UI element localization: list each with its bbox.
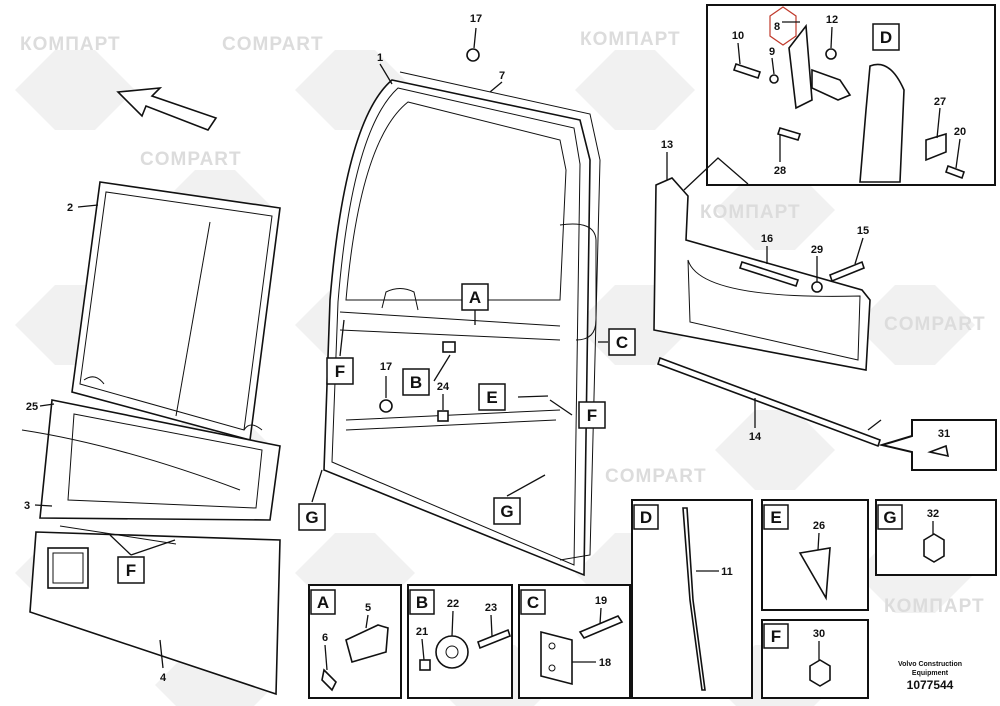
detail-box-D [631, 499, 753, 699]
callout: 6 [322, 632, 328, 644]
document-number: 1077544 [907, 678, 954, 692]
callout: 22 [447, 598, 459, 610]
detail-title-F: F [771, 627, 781, 646]
callout: 31 [938, 428, 950, 440]
watermark-text: КОМПАРТ [20, 34, 121, 55]
callout: 30 [813, 628, 825, 640]
view-letter-E: E [486, 388, 497, 407]
part-24-clip [437, 410, 449, 422]
view-letter-D: D [880, 28, 892, 47]
detail-title-B: B [416, 593, 428, 612]
watermark-text: КОМПАРТ [884, 596, 985, 617]
part-17-nut [466, 48, 480, 62]
watermark-text: КОМПАРТ [580, 29, 681, 50]
callout: 17 [470, 13, 482, 25]
detail-title-C: C [527, 593, 539, 612]
detail-title-E: E [770, 508, 781, 527]
detail-title-D: D [640, 508, 652, 527]
part-2-window [71, 181, 281, 442]
view-letter-G: G [305, 508, 318, 527]
part-3-panel [21, 399, 281, 521]
callout: 17 [380, 361, 392, 373]
part-4-lower-panel [29, 525, 281, 696]
watermark-logo [575, 50, 695, 130]
detail-title-G: G [883, 508, 896, 527]
view-letter-G: G [500, 502, 513, 521]
view-letter-F: F [587, 406, 597, 425]
callout: 28 [774, 165, 786, 177]
callout: 2 [67, 202, 73, 214]
callout: 19 [595, 595, 607, 607]
callout: 27 [934, 96, 946, 108]
callout: 32 [927, 508, 939, 520]
watermark-text: COMPART [222, 34, 324, 55]
view-letter-A: A [469, 288, 481, 307]
callout: 18 [599, 657, 611, 669]
highlight-hexagon-8 [769, 6, 797, 46]
callout: 5 [365, 602, 371, 614]
part-1-door-frame [323, 79, 597, 577]
view-letter-F: F [126, 561, 136, 580]
callout: 1 [377, 52, 383, 64]
watermark-text: COMPART [884, 314, 986, 335]
view-letter-B: B [410, 373, 422, 392]
callout: 8 [774, 21, 780, 33]
watermark-logo [715, 170, 835, 250]
watermark-text: COMPART [605, 466, 707, 487]
watermark-text: КОМПАРТ [700, 202, 801, 223]
leader-lines [34, 21, 961, 669]
callout: 3 [24, 500, 30, 512]
inset-detail-box [706, 4, 996, 186]
callout: 13 [661, 139, 673, 151]
callout: 23 [485, 602, 497, 614]
view-letter-labels: A B C E F F G G F D A B C D E F G [117, 23, 903, 649]
maker-line-1: Volvo Construction [898, 661, 962, 668]
watermark-logo [855, 285, 975, 365]
callout: 9 [769, 46, 775, 58]
detail-title-A: A [317, 593, 329, 612]
callout: 26 [813, 520, 825, 532]
detail-leaders [324, 521, 934, 671]
callout: 10 [732, 30, 744, 42]
callout: 20 [954, 126, 966, 138]
callout: 4 [160, 672, 167, 684]
callout: 11 [721, 566, 733, 578]
callout: 15 [857, 225, 869, 237]
callout: 25 [26, 401, 38, 413]
watermark-logo [15, 50, 135, 130]
callout: 21 [416, 626, 428, 638]
callout: 12 [826, 14, 838, 26]
watermark-logo [715, 410, 835, 490]
watermark-text: COMPART [140, 149, 242, 170]
part-latch [732, 23, 966, 183]
part-22-bracket [442, 341, 456, 353]
callout: 24 [437, 381, 450, 393]
part-15-screw [829, 260, 865, 283]
watermark-text-layer: КОМПАРТ COMPART КОМПАРТ COMPART КОМПАРТ … [20, 29, 986, 617]
detail-box-31 [878, 419, 997, 471]
part-17-nut-lower [379, 399, 393, 413]
part-14-strip [656, 356, 882, 448]
callout: 7 [499, 70, 505, 82]
view-letter-F: F [335, 362, 345, 381]
callout: 29 [811, 244, 823, 256]
callout: 14 [749, 431, 762, 443]
view-letter-C: C [616, 333, 628, 352]
maker-line-2: Equipment [912, 670, 949, 677]
part-7-seal [399, 71, 601, 561]
part-29-washer [811, 281, 823, 293]
part-16-strip [738, 260, 800, 288]
callout: 16 [761, 233, 773, 245]
part-callouts: 17 1 7 2 25 3 4 17 24 13 16 29 15 14 31 … [24, 13, 966, 684]
direction-arrow-icon [116, 86, 218, 131]
